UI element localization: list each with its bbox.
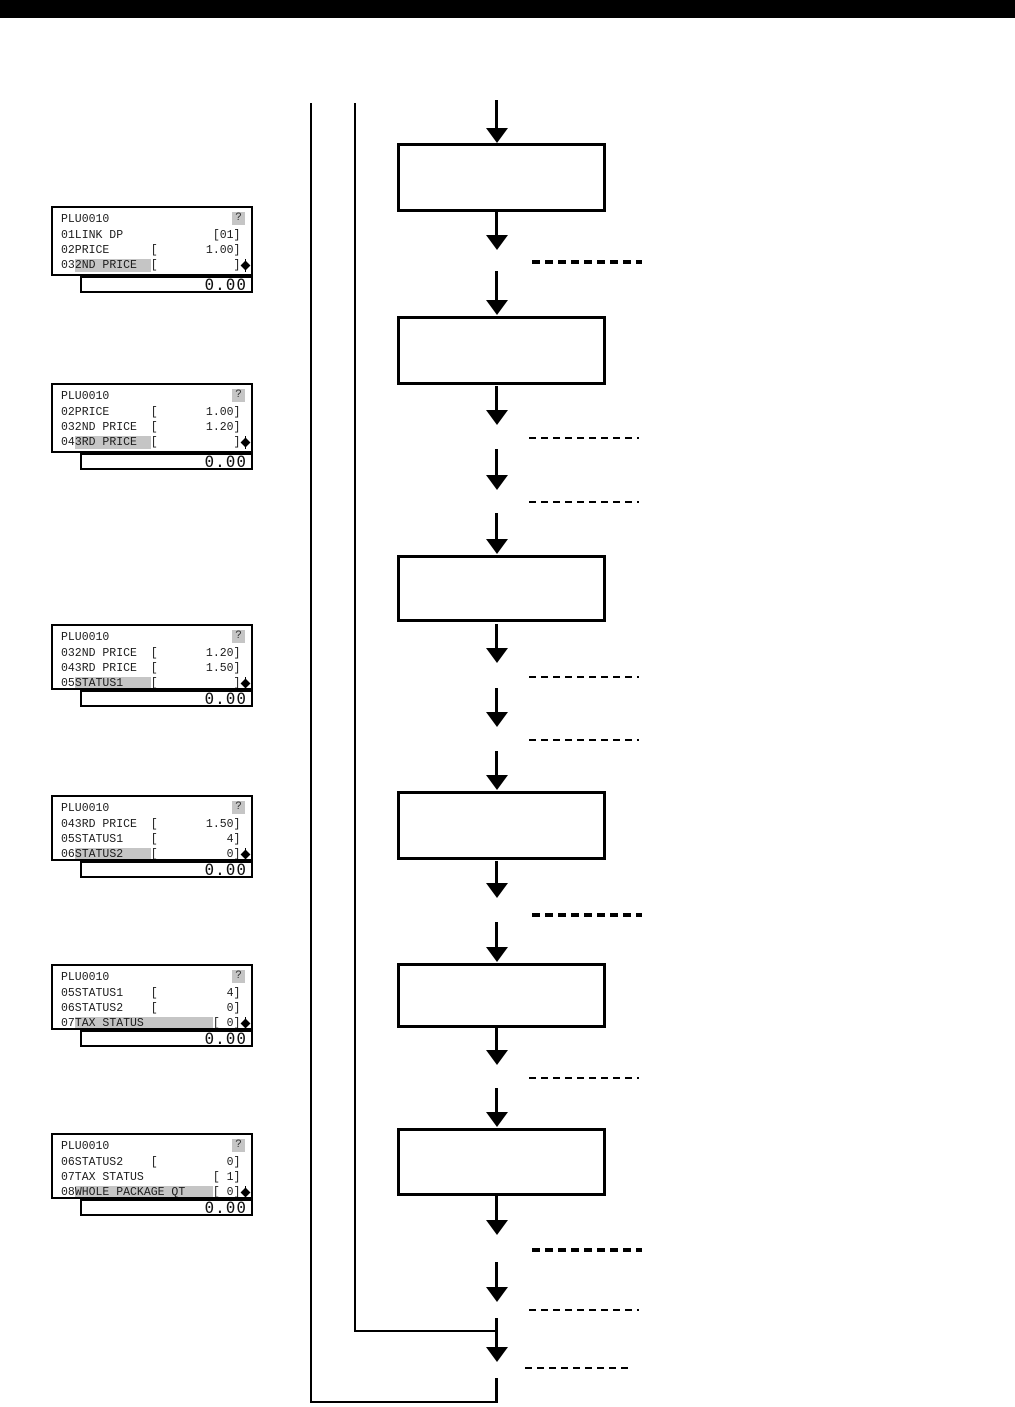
flow-arrow-5	[486, 449, 508, 490]
lcd-title: PLU0010	[61, 390, 110, 403]
lcd-highlight: TAX STATUS	[74, 1017, 213, 1030]
lcd-field-row-selected: 08WHOLE PACKAGE QT [ 0]	[61, 1185, 251, 1199]
flow-arrow-1	[486, 100, 508, 143]
lcd-amount-display: 0.00	[80, 453, 253, 470]
flow-arrow-2	[486, 212, 508, 250]
lcd-field-row: 032ND PRICE [ 1.20]	[61, 421, 241, 434]
lcd-field-row: 07TAX STATUS [ 1]	[61, 1171, 241, 1184]
lcd-highlight: STATUS1	[74, 677, 151, 690]
flow-box-1	[397, 143, 606, 212]
flow-arrow-14	[486, 1196, 508, 1235]
loop-line-inner-horizontal	[354, 1330, 497, 1332]
page-header-bar	[0, 0, 1015, 18]
dashed-connector-9	[529, 1309, 639, 1311]
flow-arrow-15	[486, 1262, 508, 1302]
updown-arrow-icon	[240, 1186, 251, 1197]
lcd-screen-4: PLU0010? 043RD PRICE [ 1.50] 05STATUS1 […	[51, 795, 253, 878]
dashed-connector-6	[532, 913, 642, 917]
help-icon: ?	[232, 212, 245, 225]
lcd-amount-display: 0.00	[80, 276, 253, 293]
help-icon: ?	[232, 1139, 245, 1152]
dashed-connector-2	[529, 437, 639, 439]
flow-arrow-10	[486, 861, 508, 898]
loop-line-outer	[310, 103, 312, 1403]
lcd-highlight: WHOLE PACKAGE QT	[74, 1186, 213, 1199]
updown-arrow-icon	[240, 848, 251, 859]
flow-arrow-3	[486, 271, 508, 315]
lcd-field-row: 032ND PRICE [ 1.20]	[61, 647, 241, 660]
lcd-highlight: STATUS2	[74, 848, 151, 861]
lcd-field-row: 05STATUS1 [ 4]	[61, 987, 241, 1000]
flow-box-6	[397, 1128, 606, 1196]
flow-arrow-11	[486, 922, 508, 962]
help-icon: ?	[232, 630, 245, 643]
dashed-connector-1	[532, 260, 642, 264]
lcd-screen-2: PLU0010? 02PRICE [ 1.00] 032ND PRICE [ 1…	[51, 383, 253, 470]
help-icon: ?	[232, 970, 245, 983]
dashed-connector-5	[529, 739, 639, 741]
lcd-field-row: 06STATUS2 [ 0]	[61, 1156, 241, 1169]
lcd-screen-5: PLU0010? 05STATUS1 [ 4] 06STATUS2 [ 0] 0…	[51, 964, 253, 1047]
dashed-connector-10	[525, 1367, 633, 1369]
dashed-connector-3	[529, 501, 639, 503]
lcd-screen-3: PLU0010? 032ND PRICE [ 1.20] 043RD PRICE…	[51, 624, 253, 707]
lcd-amount-display: 0.00	[80, 1199, 253, 1216]
flow-arrow-16	[486, 1318, 508, 1362]
flow-arrow-4	[486, 386, 508, 425]
lcd-title: PLU0010	[61, 971, 110, 984]
lcd-amount-display: 0.00	[80, 690, 253, 707]
dashed-connector-4	[529, 676, 639, 678]
lcd-field-row: 06STATUS2 [ 0]	[61, 1002, 241, 1015]
lcd-field-row-selected: 032ND PRICE [ ]	[61, 258, 251, 273]
updown-arrow-icon	[240, 259, 251, 272]
dashed-connector-8	[532, 1248, 642, 1252]
lcd-field-row-selected: 06STATUS2 [ 0]	[61, 847, 251, 861]
lcd-title: PLU0010	[61, 631, 110, 644]
flow-arrow-6	[486, 513, 508, 554]
flow-arrow-13	[486, 1088, 508, 1127]
lcd-amount-display: 0.00	[80, 861, 253, 878]
lcd-title: PLU0010	[61, 213, 110, 226]
lcd-screen-1: PLU0010? 01LINK DP [01] 02PRICE [ 1.00] …	[51, 206, 253, 293]
flow-arrow-9	[486, 751, 508, 790]
lcd-field-row: 043RD PRICE [ 1.50]	[61, 818, 241, 831]
flow-arrow-7	[486, 624, 508, 663]
updown-arrow-icon	[240, 1017, 251, 1028]
flow-arrow-12	[486, 1028, 508, 1065]
lcd-field-row: 05STATUS1 [ 4]	[61, 833, 241, 846]
lcd-field-row: 02PRICE [ 1.00]	[61, 406, 241, 419]
updown-arrow-icon	[240, 436, 251, 449]
lcd-title: PLU0010	[61, 1140, 110, 1153]
help-icon: ?	[232, 801, 245, 814]
lcd-highlight: 3RD PRICE	[74, 436, 151, 449]
flow-final-stem	[495, 1378, 498, 1403]
loop-line-inner	[354, 103, 356, 1332]
lcd-field-row-selected: 07TAX STATUS [ 0]	[61, 1016, 251, 1030]
loop-line-outer-horizontal	[310, 1401, 498, 1403]
lcd-field-row: 043RD PRICE [ 1.50]	[61, 662, 241, 675]
flow-box-3	[397, 555, 606, 622]
lcd-field-row-selected: 043RD PRICE [ ]	[61, 435, 251, 450]
flow-box-4	[397, 791, 606, 860]
help-icon: ?	[232, 389, 245, 402]
dashed-connector-7	[529, 1077, 639, 1079]
updown-arrow-icon	[240, 677, 251, 688]
flow-box-2	[397, 316, 606, 385]
flow-box-5	[397, 963, 606, 1028]
lcd-screen-6: PLU0010? 06STATUS2 [ 0] 07TAX STATUS [ 1…	[51, 1133, 253, 1216]
lcd-amount-display: 0.00	[80, 1030, 253, 1047]
lcd-field-row: 01LINK DP [01]	[61, 229, 241, 242]
flow-arrow-8	[486, 688, 508, 727]
lcd-field-row-selected: 05STATUS1 [ ]	[61, 676, 251, 690]
lcd-field-row: 02PRICE [ 1.00]	[61, 244, 241, 257]
lcd-title: PLU0010	[61, 802, 110, 815]
lcd-highlight: 2ND PRICE	[74, 259, 151, 272]
